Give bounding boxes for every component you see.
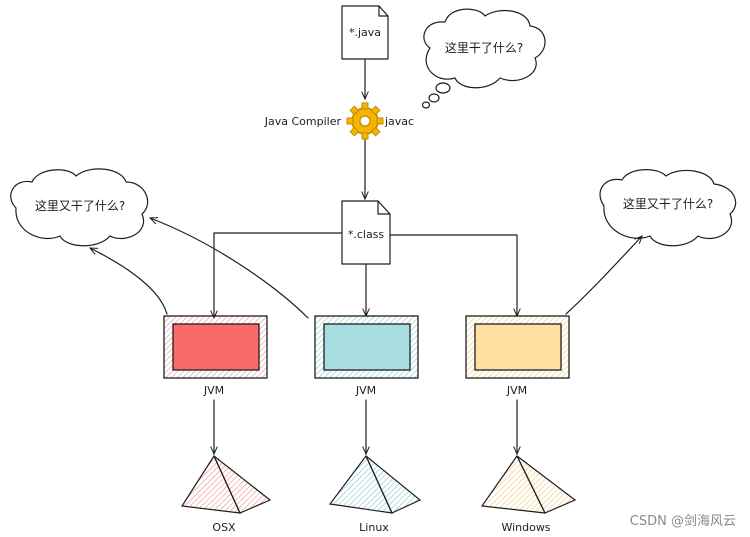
jvm-osx-label: JVM bbox=[203, 384, 224, 397]
os-pyramid-windows: Windows bbox=[480, 454, 577, 534]
class-file-label: *.class bbox=[348, 228, 385, 241]
java-source-file: *.java bbox=[341, 5, 389, 60]
compiler-right-label: javac bbox=[384, 115, 414, 128]
java-source-label: *.java bbox=[349, 26, 381, 39]
thought-cloud-top: 这里干了什么? bbox=[421, 8, 546, 109]
os-linux-label: Linux bbox=[359, 521, 389, 534]
jvm-monitor-osx: JVM bbox=[163, 315, 268, 397]
os-pyramid-osx: OSX bbox=[180, 454, 272, 534]
thought-cloud-left: 这里又干了什么? bbox=[10, 168, 149, 247]
jvm-monitor-linux: JVM bbox=[314, 315, 419, 397]
arrow-jvm-windows-to-cloud bbox=[565, 236, 642, 315]
jvm-linux-label: JVM bbox=[355, 384, 376, 397]
jvm-monitor-windows: JVM bbox=[465, 315, 570, 397]
thought-cloud-right: 这里又干了什么? bbox=[599, 169, 737, 247]
arrow-jvm-osx-to-cloud bbox=[90, 247, 168, 315]
arrow-class-to-jvm-windows bbox=[389, 234, 517, 316]
os-osx-label: OSX bbox=[212, 521, 236, 534]
class-file: *.class bbox=[341, 200, 391, 265]
jvm-windows-label: JVM bbox=[506, 384, 527, 397]
thought-top-label: 这里干了什么? bbox=[445, 40, 523, 55]
os-pyramid-linux: Linux bbox=[328, 454, 422, 534]
os-windows-label: Windows bbox=[501, 521, 550, 534]
gear-icon bbox=[346, 102, 384, 140]
compiler-left-label: Java Compiler bbox=[264, 115, 342, 128]
arrow-jvm-linux-to-cloud bbox=[150, 218, 309, 319]
thought-left-label: 这里又干了什么? bbox=[35, 198, 125, 213]
arrow-class-to-jvm-osx bbox=[214, 232, 343, 318]
watermark: CSDN @剑海风云 bbox=[629, 514, 736, 529]
thought-right-label: 这里又干了什么? bbox=[623, 196, 713, 211]
compiler-gear: Java Compiler javac bbox=[264, 102, 414, 140]
